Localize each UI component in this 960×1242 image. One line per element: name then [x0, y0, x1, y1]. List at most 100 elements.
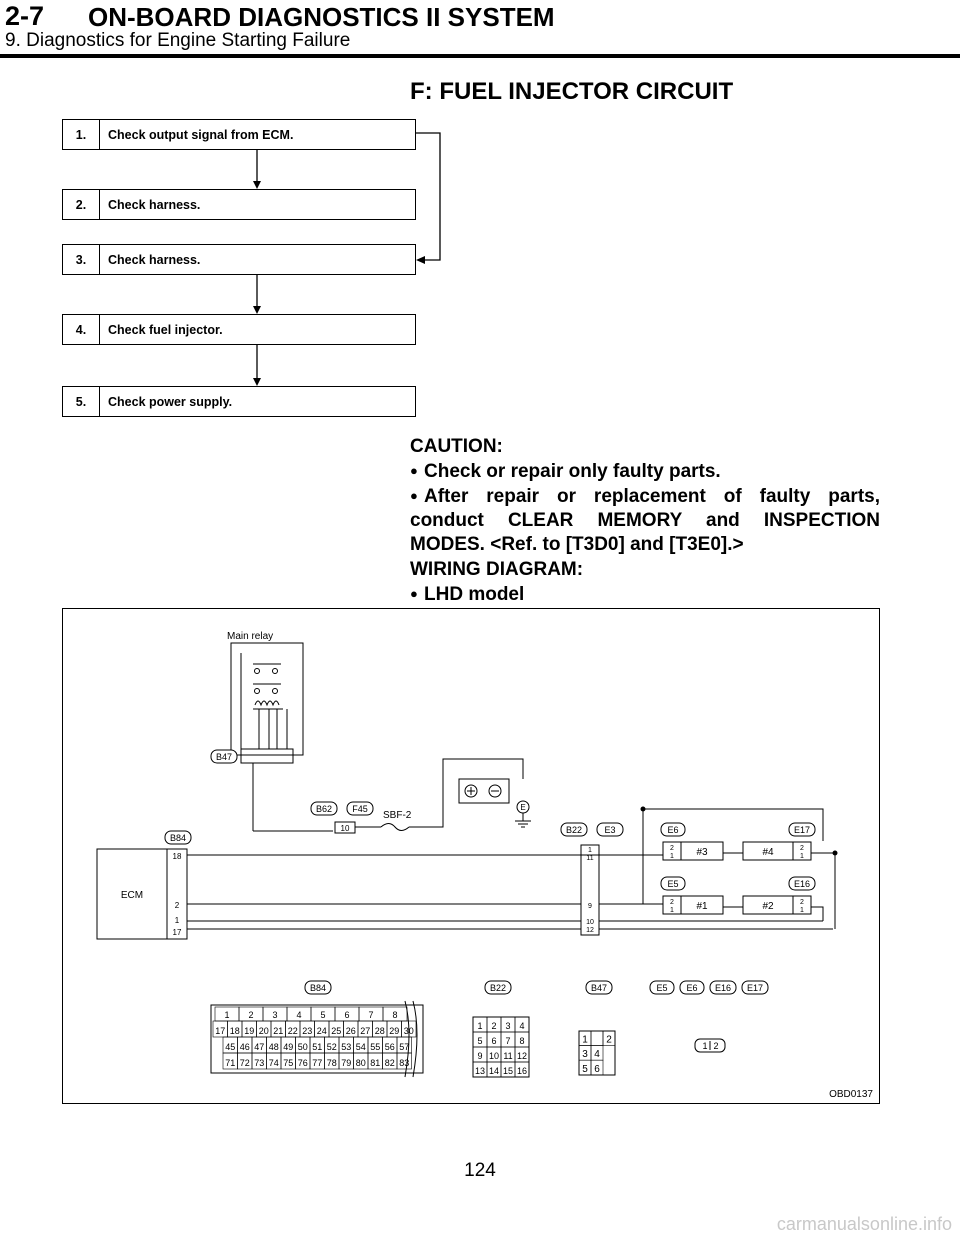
pin-label: 1	[582, 1035, 588, 1046]
pin-label: 77	[312, 1058, 322, 1068]
pin-label: 3	[582, 1049, 588, 1060]
pin-label: 2	[491, 1021, 496, 1031]
tag-b84	[164, 830, 192, 845]
pin-label: 24	[317, 1026, 327, 1036]
injector-label: #4	[762, 847, 774, 858]
caution-item: ●Check or repair only faulty parts.	[410, 459, 880, 484]
pin-label: 10	[489, 1051, 499, 1061]
pin-label: 2	[248, 1010, 253, 1020]
pin-label: 23	[302, 1026, 312, 1036]
e16-connector	[792, 895, 812, 915]
pin-label: 45	[225, 1042, 235, 1052]
bullet-icon: ●	[410, 463, 418, 478]
injector-label: #1	[696, 901, 708, 912]
ecm-label: ECM	[121, 890, 143, 901]
pin-label: 30	[404, 1026, 414, 1036]
tag-e3	[596, 822, 624, 837]
pin-label: 57	[399, 1042, 409, 1052]
tag-text: B47	[216, 752, 232, 762]
section-title: F: FUEL INJECTOR CIRCUIT	[410, 78, 734, 105]
pin-label: 14	[489, 1066, 499, 1076]
pin-label: 18	[230, 1026, 240, 1036]
pin-label: 54	[356, 1042, 366, 1052]
tag-e6	[660, 822, 686, 837]
model-text: LHD model	[424, 584, 525, 605]
tag-b47	[210, 749, 238, 764]
pin-label: 7	[368, 1010, 373, 1020]
tag-b62	[310, 801, 338, 816]
tag-text: F45	[352, 804, 368, 814]
pin-label: 51	[312, 1042, 322, 1052]
pin-label: 12	[517, 1051, 527, 1061]
pin-label: 13	[475, 1066, 485, 1076]
pin-label: 5	[477, 1036, 482, 1046]
view-tag-b47	[585, 980, 613, 995]
step-text: Check power supply.	[108, 394, 233, 409]
pin-label: 8	[392, 1010, 397, 1020]
pin-label: 2	[713, 1041, 718, 1051]
pin-label: 6	[594, 1064, 600, 1075]
watermark: carmanualsonline.info	[776, 1214, 952, 1234]
pin-label: 49	[283, 1042, 293, 1052]
pin-label: 29	[389, 1026, 399, 1036]
injector-label: #3	[696, 847, 708, 858]
injector-3	[680, 841, 724, 861]
injector-pin: 2	[670, 845, 674, 852]
tag-text: E3	[604, 825, 615, 835]
connector-cell	[590, 1030, 604, 1046]
view-tag-text: E5	[656, 983, 667, 993]
pin-label: 6	[344, 1010, 349, 1020]
injector-label: #2	[762, 901, 774, 912]
e3-pin: 1	[588, 847, 592, 854]
pin-label: 5	[582, 1064, 588, 1075]
view-tag-text: B47	[591, 983, 607, 993]
injector-pin: 2	[670, 899, 674, 906]
pin-label: 11	[503, 1051, 512, 1061]
step-text: Check output signal from ECM.	[108, 127, 294, 142]
pin-label: 8	[519, 1036, 524, 1046]
injector-pin: 1	[800, 907, 804, 914]
connector-cell	[602, 1030, 616, 1046]
view-tag-e16	[709, 980, 737, 995]
pin-label: 82	[385, 1058, 395, 1068]
pin-label: 56	[385, 1042, 395, 1052]
view-tag-text: E16	[715, 983, 731, 993]
tag-text: B62	[316, 804, 332, 814]
pin-label: 72	[240, 1058, 250, 1068]
pin-label: 17	[215, 1026, 225, 1036]
ecm-pin: 18	[173, 852, 182, 861]
pin-label: 81	[370, 1058, 380, 1068]
tag-text: E17	[794, 825, 810, 835]
b47-connector	[240, 748, 294, 764]
fuse-label: SBF-2	[383, 810, 412, 821]
header-rule	[0, 54, 960, 58]
pin-label: 7	[505, 1036, 510, 1046]
view-tag-e5	[649, 980, 675, 995]
e17-connector	[792, 841, 812, 861]
pin-label: 4	[594, 1049, 600, 1060]
e3-pin: 11	[586, 855, 593, 862]
e3-pin: 12	[586, 927, 594, 934]
pin-label: 53	[341, 1042, 351, 1052]
model-label: ●LHD model	[410, 582, 583, 607]
view-tag-e17	[741, 980, 769, 995]
b22-e3-connector	[580, 844, 600, 936]
wiring-block: WIRING DIAGRAM: ●LHD model	[410, 558, 583, 607]
pin-label: 75	[283, 1058, 293, 1068]
e3-pin: 10	[586, 919, 594, 926]
pin-label: 15	[503, 1066, 513, 1076]
pin-label: 27	[360, 1026, 370, 1036]
chapter-title: ON-BOARD DIAGNOSTICS II SYSTEM	[88, 2, 555, 32]
pin-label: 83	[399, 1058, 409, 1068]
injector-pin: 1	[670, 853, 674, 860]
wiring-heading: WIRING DIAGRAM:	[410, 559, 584, 580]
step-number: 5.	[63, 387, 100, 416]
step-number: 1.	[63, 120, 100, 149]
pin-label: 9	[477, 1051, 482, 1061]
tag-text: E6	[667, 825, 678, 835]
view-tag-text: B84	[310, 983, 326, 993]
figure-code: OBD0137	[829, 1089, 873, 1100]
step-text: Check fuel injector.	[108, 322, 223, 337]
pin-label: 4	[519, 1021, 524, 1031]
